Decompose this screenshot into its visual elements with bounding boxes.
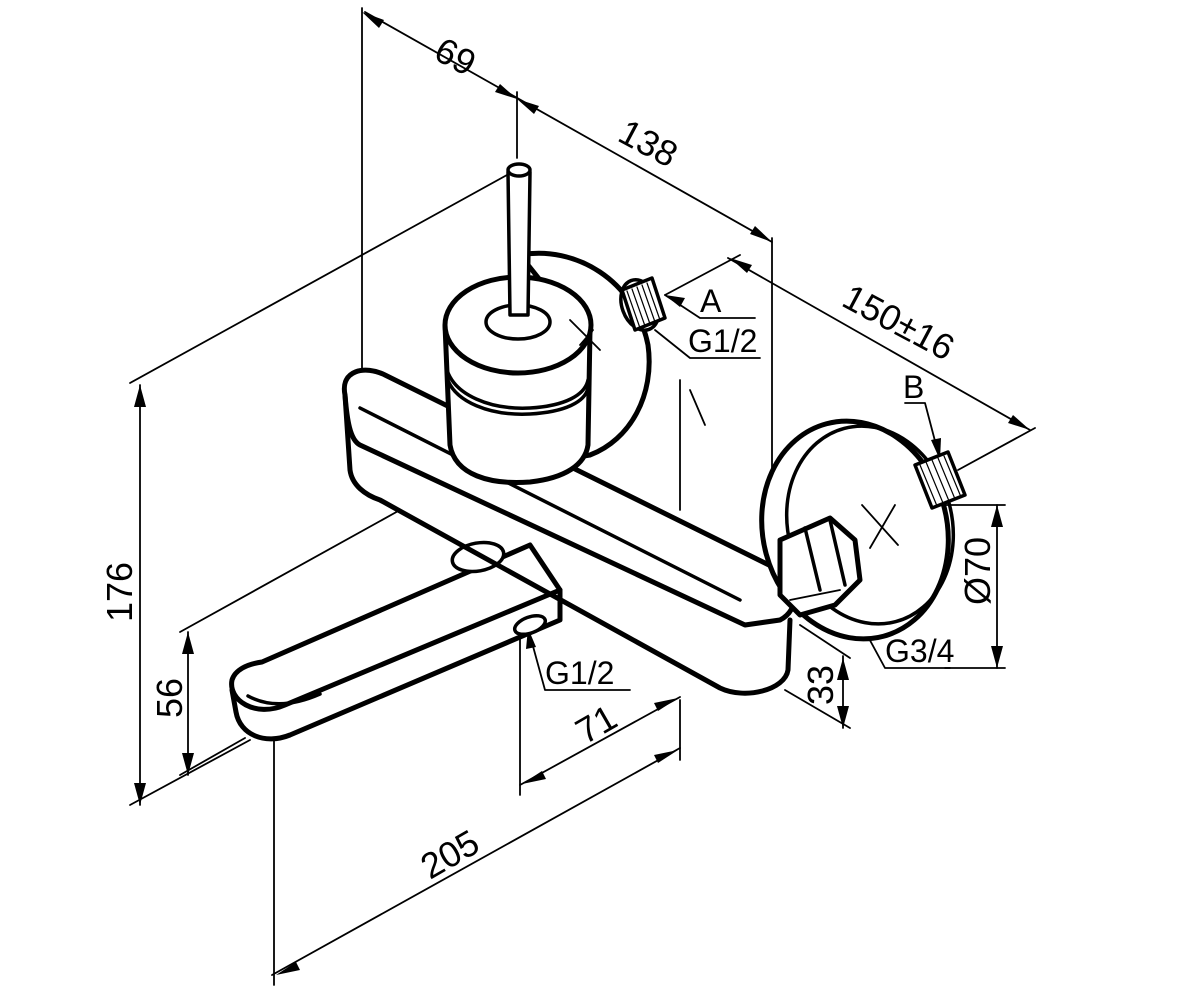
dim-69: 69 (428, 29, 483, 84)
label-a: A (700, 283, 722, 319)
dim-176: 176 (99, 562, 140, 622)
connection-labels: A G1/2 B G1/2 G3/4 (545, 283, 954, 691)
label-nut-thread: G3/4 (885, 633, 954, 669)
dim-138: 138 (612, 111, 684, 175)
dimension-arrowheads (134, 12, 1030, 975)
handle-cylinder (442, 274, 601, 485)
dim-71: 71 (569, 696, 624, 752)
label-b: B (903, 369, 924, 405)
dim-205: 205 (414, 821, 487, 887)
dimension-lines (129, 7, 1036, 986)
dim-70: Ø70 (957, 537, 998, 605)
faucet-outline (229, 162, 967, 742)
dim-56: 56 (149, 678, 190, 718)
label-spout-thread: G1/2 (545, 655, 614, 691)
inlet-a-thread (620, 276, 667, 332)
lever-rod (506, 162, 532, 317)
right-connection (759, 418, 967, 642)
label-a-thread: G1/2 (688, 323, 757, 359)
dim-33: 33 (800, 665, 841, 705)
